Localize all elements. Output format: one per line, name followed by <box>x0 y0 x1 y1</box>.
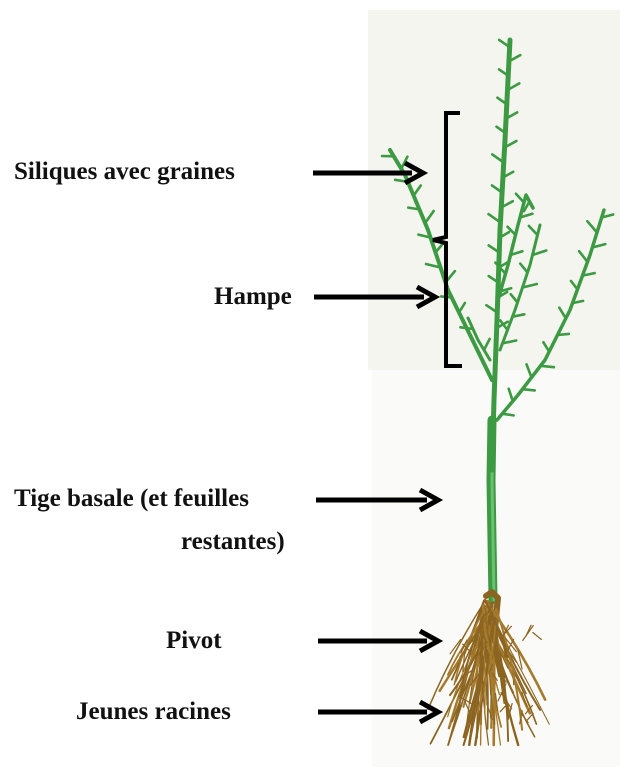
label-tige-line2: restantes) <box>181 527 285 557</box>
backdrop-upper <box>368 10 620 370</box>
label-jeunes-racines: Jeunes racines <box>76 697 231 727</box>
silique <box>408 208 419 210</box>
silique <box>502 414 513 416</box>
label-hampe: Hampe <box>214 282 292 312</box>
silique <box>541 366 554 367</box>
label-pivot: Pivot <box>166 626 222 656</box>
silique <box>523 389 535 390</box>
silique <box>460 327 473 329</box>
silique <box>558 334 569 335</box>
label-siliques: Siliques avec graines <box>14 157 235 187</box>
label-tige-line1: Tige basale (et feuilles <box>14 484 249 514</box>
